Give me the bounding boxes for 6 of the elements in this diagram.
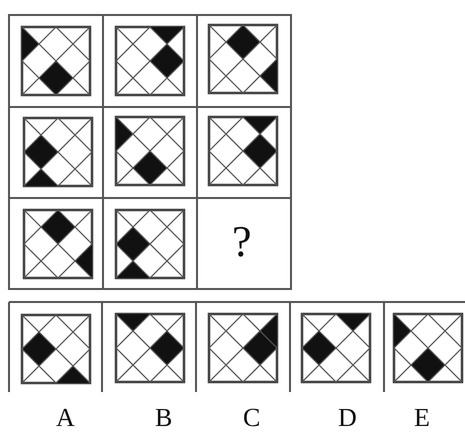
option-label: C: [243, 403, 260, 432]
option-label: B: [155, 403, 172, 432]
question-mark: ?: [232, 218, 252, 266]
option-label: E: [414, 403, 430, 432]
option-label: A: [56, 403, 75, 432]
option-label: D: [338, 403, 357, 432]
